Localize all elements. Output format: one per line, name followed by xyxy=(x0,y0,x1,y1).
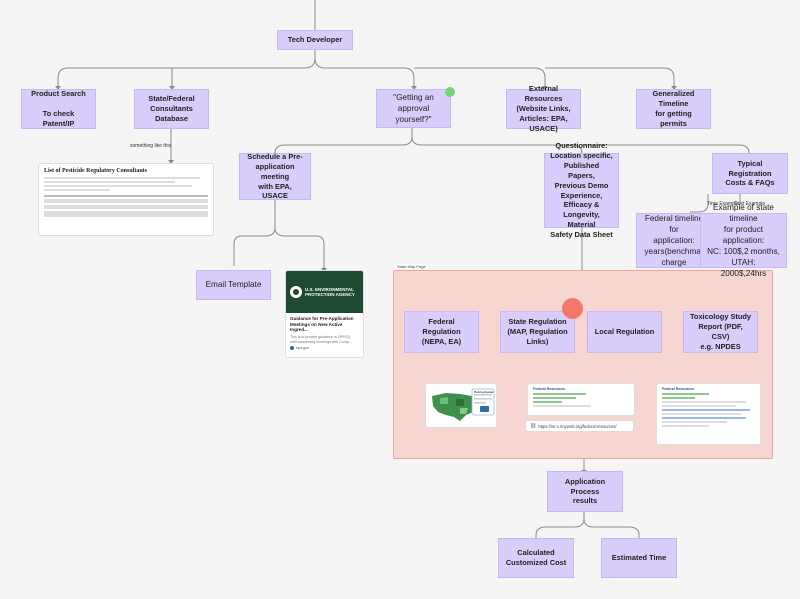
epa-card-banner: U.S. ENVIRONMENTAL PROTECTION AGENCY xyxy=(286,271,363,313)
resources-url-field[interactable]: ⛓ https://isr-1.tinyweb.org/federal-reso… xyxy=(525,420,634,432)
us-map-icon xyxy=(432,388,495,421)
node-external-resources[interactable]: External Resources (Website Links, Artic… xyxy=(506,84,581,133)
node-calculated-cost[interactable]: Calculated Customized Cost xyxy=(498,538,574,578)
epa-logo-icon xyxy=(290,286,302,298)
epa-card-source: epa.gov xyxy=(296,346,309,351)
epa-guidance-card[interactable]: U.S. ENVIRONMENTAL PROTECTION AGENCY Gui… xyxy=(285,270,364,358)
node-federal-regulation[interactable]: Federal Regulation (NEPA, EA) xyxy=(404,311,479,353)
node-federal-timeline[interactable]: Federal timeline for application: years(… xyxy=(636,213,712,268)
epa-card-header: U.S. ENVIRONMENTAL PROTECTION AGENCY xyxy=(305,286,355,297)
link-icon: ⛓ xyxy=(530,423,537,429)
node-local-regulation[interactable]: Local Regulation xyxy=(587,311,662,353)
node-state-timeline[interactable]: Example of state timeline for product ap… xyxy=(700,203,787,278)
label-time-example: Time Example xyxy=(707,201,739,207)
us-map-card[interactable]: Pennsylvania xyxy=(425,383,497,428)
node-email-template[interactable]: Email Template xyxy=(196,270,271,300)
red-status-dot xyxy=(562,298,583,319)
federal-resources-card-2[interactable]: Federal Resources xyxy=(656,383,761,445)
consultants-list-card[interactable]: List of Pesticide Regulatory Consultants xyxy=(38,163,214,236)
epa-card-title: Guidance for Pre-Application Meetings on… xyxy=(290,316,354,333)
node-getting-approval[interactable]: "Getting an approval yourself?" xyxy=(376,89,451,128)
node-questionnaire[interactable]: Questionnaire: Location specific, Publis… xyxy=(544,141,619,239)
node-estimated-time[interactable]: Estimated Time xyxy=(601,538,677,578)
federal-resources-card[interactable]: Federal Resources xyxy=(527,383,635,416)
region-tag: State Map Page xyxy=(395,264,428,269)
resources-url: https://isr-1.tinyweb.org/federal-resour… xyxy=(538,423,617,429)
node-state-regulation[interactable]: State Regulation (MAP, Regulation Links) xyxy=(500,311,575,353)
epa-card-snippet: This is to provide guidance to OPP(S) st… xyxy=(290,335,352,344)
node-product-search[interactable]: Product Search To check Patent/IP xyxy=(21,89,96,129)
resources-card-2-heading: Federal Resources xyxy=(662,387,695,391)
label-cost-example: Cost Example xyxy=(734,201,766,207)
consultants-card-title: List of Pesticide Regulatory Consultants xyxy=(44,168,147,174)
epa-favicon-icon xyxy=(290,346,294,351)
node-state-federal-database[interactable]: State/Federal Consultants Database xyxy=(134,89,209,129)
label-something-like-this: something like this xyxy=(130,143,172,149)
node-toxicology-study[interactable]: Toxicology Study Report (PDF, CSV) e.g. … xyxy=(683,311,758,353)
node-tech-developer[interactable]: Tech Developer xyxy=(277,30,353,50)
resources-card-heading: Federal Resources xyxy=(533,387,566,391)
green-status-dot xyxy=(445,87,455,97)
map-popup-title: Pennsylvania xyxy=(474,390,494,394)
node-application-process[interactable]: Application Process results xyxy=(547,471,623,512)
node-typical-registration[interactable]: Typical Registration Costs & FAQs xyxy=(712,153,788,194)
node-schedule-meeting[interactable]: Schedule a Pre- application meeting with… xyxy=(239,152,311,200)
node-generalized-timeline[interactable]: Generalized Timeline for getting permits xyxy=(636,89,711,129)
